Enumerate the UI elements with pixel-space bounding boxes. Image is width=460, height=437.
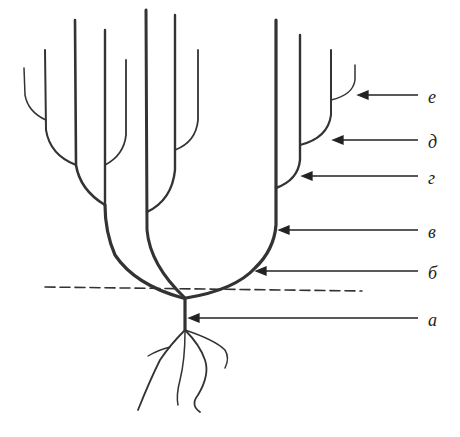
arrowhead <box>279 226 289 234</box>
branch <box>276 35 300 188</box>
part-letter: д <box>428 132 437 152</box>
branch <box>24 68 46 120</box>
main-root <box>183 298 186 330</box>
leader-line <box>341 139 418 140</box>
arrowhead <box>189 314 199 322</box>
arrowhead <box>333 136 343 144</box>
root <box>138 330 185 410</box>
branch <box>186 20 276 298</box>
branch <box>175 50 198 150</box>
part-letter: е <box>428 87 436 107</box>
part-letter: а <box>428 310 437 330</box>
arrowhead <box>256 267 266 275</box>
branch <box>147 15 175 212</box>
leader-line <box>310 175 418 176</box>
leader-line <box>264 270 418 271</box>
part-letter: г <box>428 168 435 188</box>
branch <box>105 60 126 165</box>
root <box>185 330 228 368</box>
root <box>185 330 206 412</box>
root <box>148 347 170 356</box>
arrowhead <box>358 91 368 99</box>
branch <box>75 20 105 205</box>
branch <box>45 50 76 165</box>
leader-line <box>287 229 418 230</box>
branch <box>300 50 331 145</box>
branch <box>331 65 355 100</box>
root <box>177 332 185 405</box>
leader-line <box>197 317 418 318</box>
branch <box>146 10 185 298</box>
branch <box>104 30 106 205</box>
part-letter: в <box>428 222 436 242</box>
part-letter: б <box>428 263 437 283</box>
arrowhead <box>302 172 312 180</box>
ground-line <box>45 287 362 291</box>
leader-line <box>366 94 418 95</box>
